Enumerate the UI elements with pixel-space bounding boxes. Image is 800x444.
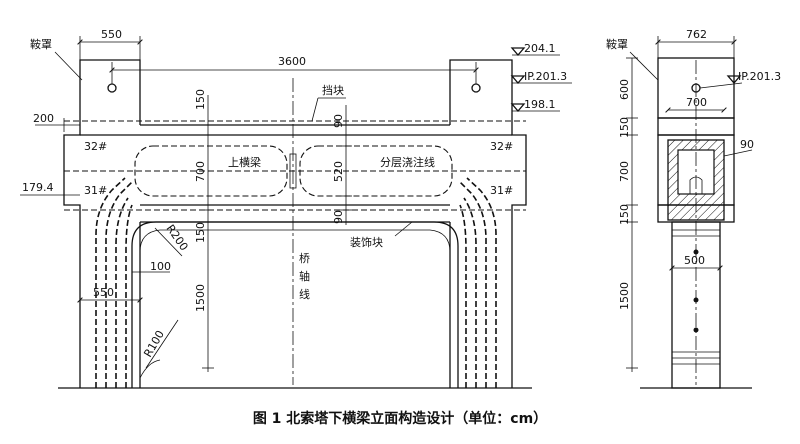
side-col-dot-2: [693, 297, 699, 303]
dim-550-label: 550: [101, 28, 122, 41]
side-elevation: 762 鞍罩 IP.201.3 700 600 150 700 150 1500…: [606, 28, 781, 389]
side-dim-700h-label: 700: [618, 161, 631, 182]
dim-1500-label: 1500: [194, 284, 207, 312]
side-elev-ip-marker: [726, 75, 742, 84]
side-dim-500-label: 500: [684, 254, 705, 267]
side-leader-90: [723, 149, 753, 157]
right-tendon-2: [459, 181, 487, 388]
side-col-dot-1: [693, 249, 699, 255]
dim-700-label: 700: [194, 161, 207, 182]
elev-204-label: 204.1: [524, 42, 556, 55]
main-elevation: 550 3600 200 179.4 150 700 150 1500 90 5…: [20, 28, 572, 389]
figure-caption: 图 1 北索塔下横梁立面构造设计（单位：cm）: [253, 410, 547, 427]
dim-90-top-label: 90: [332, 114, 345, 128]
saddle-cover-right-label: 鞍罩: [606, 37, 628, 51]
bridge-axis-char-2: 轴: [299, 269, 310, 283]
dim-550-bot-label: 550: [93, 286, 114, 299]
elev-198-marker: [510, 103, 526, 112]
dim-150-mid-label: 150: [194, 222, 207, 243]
r100-arc: [139, 359, 161, 379]
rebar-32-left-label: 32#: [84, 140, 107, 153]
upper-beam-box-right: [299, 145, 453, 197]
upper-beam-box-left: [134, 145, 288, 197]
elev-198-label: 198.1: [524, 98, 556, 111]
saddle-cover-left-label: 鞍罩: [30, 37, 52, 51]
upper-beam-label: 上横梁: [228, 155, 261, 169]
left-tendon-2: [105, 181, 133, 388]
side-dim-600-label: 600: [618, 79, 631, 100]
bridge-axis-char-3: 线: [299, 287, 310, 301]
leader-r100: [145, 319, 179, 369]
dim-100-label: 100: [150, 260, 171, 273]
dim-200-label: 200: [33, 112, 54, 125]
side-elev-ip-label: IP.201.3: [738, 70, 781, 83]
side-dim-150b-label: 150: [618, 204, 631, 225]
side-dim-1500-label: 1500: [618, 282, 631, 310]
leader-saddle-left: [54, 51, 83, 81]
side-col-dot-3: [693, 327, 699, 333]
right-tendon-1: [466, 177, 497, 388]
stop-block-label: 挡块: [322, 83, 344, 97]
rebar-31-left-label: 31#: [84, 184, 107, 197]
right-tendon-4: [459, 204, 467, 388]
left-tendon-1: [95, 177, 126, 388]
dim-520-label: 520: [332, 161, 345, 182]
rebar-32-right-label: 32#: [490, 140, 513, 153]
right-column-outline: [449, 59, 527, 388]
dim-150-top-label: 150: [194, 89, 207, 110]
side-dim-762-label: 762: [686, 28, 707, 41]
left-column-outline: [63, 59, 141, 388]
decor-arch-outer: [131, 221, 459, 388]
elev-204-marker: [510, 47, 526, 56]
side-leader-saddle: [629, 51, 659, 81]
decor-block-label: 装饰块: [350, 235, 383, 249]
side-dim-150a-label: 150: [618, 117, 631, 138]
left-tendon-3: [115, 197, 129, 388]
dim-3600-label: 3600: [278, 55, 306, 68]
saddle-anchor-left: [107, 83, 117, 93]
decor-arch-inner: [139, 229, 451, 388]
dim-179-label: 179.4: [22, 181, 54, 194]
leader-r200: [154, 227, 183, 257]
elev-ip-left-label: IP.201.3: [524, 70, 567, 83]
r200-label: R200: [164, 222, 191, 253]
dim-90-bot-label: 90: [332, 210, 345, 224]
side-elev-ip-line: [699, 82, 743, 89]
leader-stop-block-tip: [311, 97, 319, 122]
elev-ip-left-marker: [510, 75, 526, 84]
side-dim-90-label: 90: [740, 138, 754, 151]
r100-label: R100: [141, 328, 167, 359]
leader-decor-block: [394, 221, 413, 237]
saddle-anchor-right: [471, 83, 481, 93]
bridge-axis-char-1: 桥: [299, 252, 310, 265]
side-dim-700w-label: 700: [686, 96, 707, 109]
left-tendon-4: [125, 204, 133, 388]
pour-line-label: 分层浇注线: [380, 155, 435, 169]
right-tendon-3: [463, 197, 477, 388]
rebar-31-right-label: 31#: [490, 184, 513, 197]
